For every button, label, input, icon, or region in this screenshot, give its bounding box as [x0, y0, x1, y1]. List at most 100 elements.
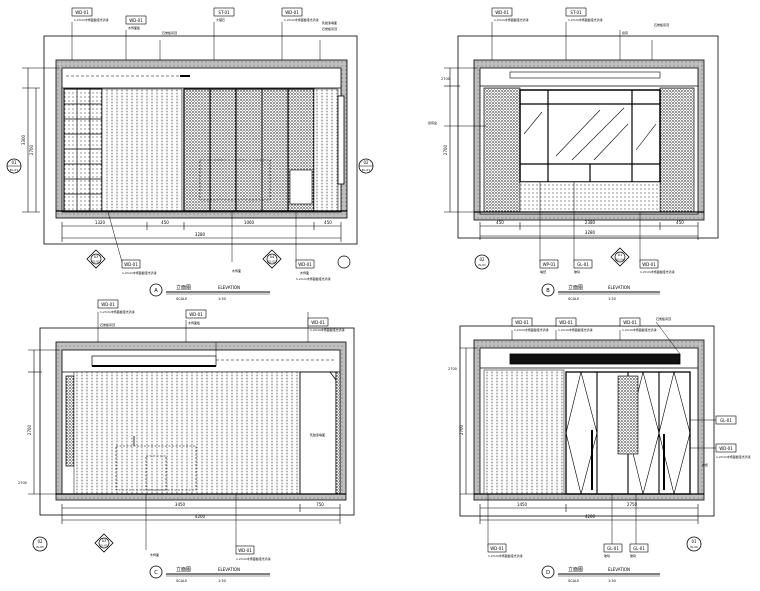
section-marker-a-bottom-1[interactable]: 03 EL-02 — [86, 249, 106, 269]
section-marker-d-right-num: 01 — [691, 539, 697, 544]
section-marker-b-bottom[interactable]: 01 EL-04 — [610, 247, 630, 267]
tag-a-top-2[interactable]: WD-01 木饰面板 — [125, 15, 147, 30]
dim-b-h-1: 2700 — [443, 144, 448, 155]
dim-a-seg-2: 450 — [161, 220, 169, 225]
section-marker-b-left-sheet: EL-03 — [478, 263, 486, 267]
tag-d-top-2[interactable]: WD-01 1.2mm木饰面板哑光清漆 — [555, 317, 593, 332]
scale-label-b: SCALE — [568, 297, 579, 301]
tag-c-top-2[interactable]: WD-01 木饰面板 — [185, 309, 207, 325]
title-a: 立面图 — [176, 284, 191, 291]
scale-label-d: SCALE — [568, 579, 579, 583]
tag-d-top-1[interactable]: WD-01 1.2mm木饰面板哑光清漆 — [511, 317, 549, 332]
section-marker-a-left[interactable]: 01 EL-01 — [6, 158, 22, 174]
section-marker-a-bottom-2[interactable]: 04 EL-02 — [262, 249, 282, 269]
section-marker-b-left[interactable]: 02 EL-03 — [474, 254, 490, 270]
tag-d-bottom-3[interactable]: GL-01 玻璃 — [629, 543, 649, 558]
note-b-1: 窗帘盒 — [428, 120, 437, 125]
tag-d-top-2-note: 1.2mm木饰面板哑光清漆 — [558, 327, 593, 332]
tag-c-bottom-1-code: WD-01 — [238, 548, 252, 553]
section-marker-a-bottom-1-num: 03 — [94, 255, 98, 259]
tag-d-side-2-code: WD-01 — [719, 446, 733, 451]
tag-b-bottom-2[interactable]: GL-01 玻璃 — [573, 259, 593, 274]
tag-b-bottom-2-note: 玻璃 — [574, 269, 580, 274]
tag-b-top-2[interactable]: ST-01 1.2mm木饰面板哑光清漆 — [565, 7, 603, 22]
tag-d-bottom-1[interactable]: WD-01 1.2mm木饰面板哑光清漆 — [487, 543, 523, 558]
subtitle-b: ELEVATION — [608, 285, 630, 290]
dim-a-h-1: 2700 — [29, 144, 34, 155]
tag-b-bottom-2-code: GL-01 — [577, 262, 589, 267]
scale-value-c: 1:30 — [218, 579, 226, 583]
tag-b-top-1[interactable]: WD-01 1.2mm木饰面板哑光清漆 — [491, 7, 529, 22]
dim-a-seg-1: 1320 — [95, 220, 106, 225]
section-marker-a-bottom-2-sheet: EL-02 — [268, 260, 276, 264]
scale-value-d: 1:30 — [608, 579, 616, 583]
tag-c-top-3-code: WD-01 — [311, 320, 325, 325]
tag-a-bottom-2[interactable]: WD-01 1.2mm木饰面板哑光清漆 — [295, 259, 331, 281]
tag-d-bottom-1-code: WD-01 — [490, 546, 504, 551]
elevation-view-b: 450 2380 450 3280 2700 2700 窗帘盒 WD-01 1.… — [428, 7, 719, 301]
tag-a-top-4-code: WD-01 — [285, 10, 299, 15]
section-marker-c-bottom[interactable]: 03 EL-05 — [94, 533, 114, 553]
dim-c-h-2: 2700 — [18, 481, 27, 485]
section-marker-c-left-num: 02 — [37, 539, 43, 544]
view-marker-c: C — [154, 570, 158, 576]
title-block-b: B 立面图 ELEVATION SCALE 1:30 — [541, 283, 660, 301]
tag-d-side-1[interactable]: GL-01 — [715, 415, 737, 425]
elevation-view-c: 乳胶漆墙面 3450 750 4200 2700 2700 W — [18, 299, 355, 583]
tag-c-top-2-code: WD-01 — [189, 312, 203, 317]
section-marker-c-left-sheet: EL-05 — [36, 545, 44, 549]
section-marker-b-bottom-num: 01 — [618, 253, 622, 257]
tag-c-top-3[interactable]: WD-01 1.2mm木饰面板哑光清漆 — [307, 317, 345, 332]
tag-a-top-2-code: WD-01 — [129, 18, 143, 23]
title-block-a: A 立面图 ELEVATION SCALE 1:30 — [149, 283, 270, 301]
title-block-c: C 立面图 ELEVATION SCALE 1:30 — [149, 565, 270, 583]
dim-b-seg-3: 450 — [676, 220, 684, 225]
section-marker-a-left-sheet: EL-01 — [10, 168, 19, 172]
scale-label-c: SCALE — [176, 579, 187, 583]
view-marker-d: D — [546, 570, 550, 576]
section-marker-d-right[interactable]: 01 EL-06 — [686, 536, 702, 552]
tag-d-bottom-2[interactable]: GL-01 玻璃 — [603, 543, 623, 558]
tag-d-top-1-code: WD-01 — [515, 320, 529, 325]
section-marker-a-right-num: 02 — [363, 160, 369, 165]
tag-a-top-1[interactable]: WD-01 1.2mm木饰面板哑光清漆 — [71, 7, 109, 22]
tag-a-top-1-note: 1.2mm木饰面板哑光清漆 — [74, 17, 109, 22]
section-marker-a-bottom-1-sheet: EL-02 — [92, 260, 100, 264]
dim-a-h-2: 3300 — [21, 134, 26, 145]
section-marker-b-bottom-sheet: EL-04 — [616, 258, 624, 262]
note-d-1: 石膏板吊顶 — [656, 316, 671, 321]
section-marker-c-bottom-num: 03 — [102, 539, 106, 543]
tag-d-bottom-2-note: 玻璃 — [604, 553, 610, 558]
tag-c-top-3-note: 1.2mm木饰面板哑光清漆 — [310, 327, 345, 332]
view-marker-b: B — [546, 288, 550, 294]
elevation-view-d: 1450 2750 4200 2700 2700 WD-01 1.2mm木饰面板… — [448, 316, 751, 583]
section-marker-a-right[interactable]: 02 EL-01 — [358, 158, 374, 174]
tag-c-top-1[interactable]: WD-01 1.2mm木饰面板哑光清漆 — [97, 299, 135, 314]
tag-a-top-3[interactable]: ST-01 大理石 — [213, 7, 235, 22]
title-c: 立面图 — [176, 566, 191, 573]
view-marker-a-right — [337, 255, 351, 269]
tag-d-side-2[interactable]: WD-01 1.2mm木饰面板哑光清漆 — [715, 443, 751, 459]
tag-a-top-2-note: 木饰面板 — [128, 25, 140, 30]
section-marker-c-left[interactable]: 02 EL-05 — [32, 536, 48, 552]
tag-d-top-3[interactable]: WD-01 1.2mm木饰面板哑光清漆 — [619, 317, 657, 332]
tag-a-bottom-1[interactable]: WD-01 1.2mm木饰面板哑光清漆 — [121, 259, 157, 275]
dim-b-h-2: 2700 — [441, 77, 450, 81]
note-c-3: 乳胶漆墙面 — [310, 432, 325, 437]
tag-c-top-1-code: WD-01 — [101, 302, 115, 307]
section-marker-c-bottom-sheet: EL-05 — [100, 544, 108, 548]
tag-d-top-3-code: WD-01 — [623, 320, 637, 325]
tag-d-bottom-3-code: GL-01 — [633, 546, 645, 551]
scale-value-a: 1:30 — [218, 297, 226, 301]
tag-b-bottom-1-note: 墙纸 — [540, 269, 546, 274]
tag-a-top-4[interactable]: WD-01 1.2mm木饰面板哑光清漆 — [281, 7, 319, 22]
tag-b-bottom-3-code: WD-01 — [642, 262, 656, 267]
tag-c-top-1-note: 1.2mm木饰面板哑光清漆 — [100, 309, 135, 314]
dim-d-seg-2: 2750 — [627, 502, 638, 507]
tag-c-bottom-1[interactable]: WD-01 1.2mm木饰面板哑光清漆 — [235, 545, 271, 561]
tag-b-bottom-3[interactable]: WD-01 1.2mm木饰面板哑光清漆 — [639, 259, 675, 274]
tag-b-bottom-1[interactable]: WP-01 墙纸 — [539, 259, 559, 274]
title-d: 立面图 — [568, 566, 583, 573]
tag-b-bottom-3-note: 1.2mm木饰面板哑光清漆 — [640, 269, 675, 274]
tag-b-top-1-note: 1.2mm木饰面板哑光清漆 — [494, 17, 529, 22]
